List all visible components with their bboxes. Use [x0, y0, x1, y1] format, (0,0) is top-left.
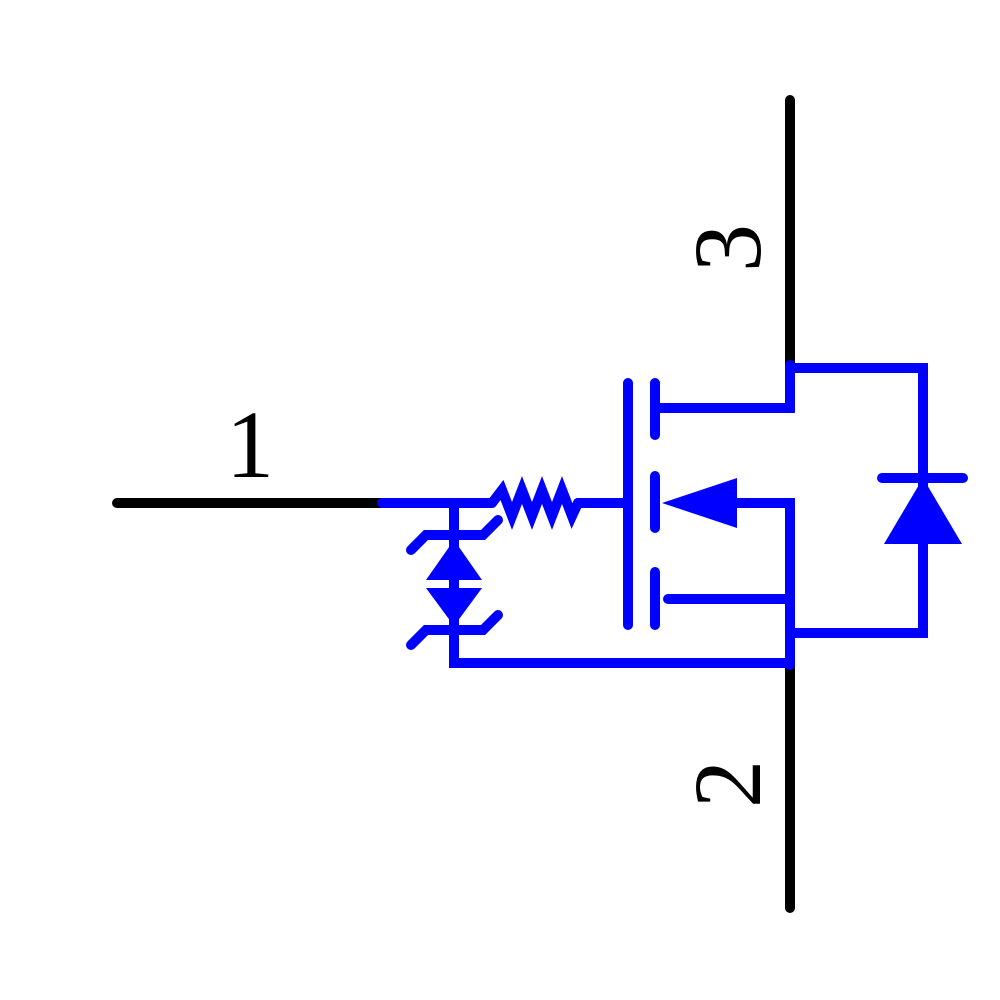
- zener-lower-bar: [406, 610, 503, 650]
- pin-1-label: 1: [226, 391, 274, 498]
- body-diode-wire: [785, 363, 928, 638]
- body-diode-icon: [884, 478, 962, 544]
- body-wire: [715, 498, 795, 670]
- symbol-arrows: [426, 478, 962, 626]
- pin-3-label: 3: [674, 224, 781, 272]
- mosfet-symbol: [377, 360, 968, 670]
- resistor-icon: [487, 476, 583, 530]
- zener-upper-triangle-icon: [426, 540, 482, 580]
- zener-upper-bar: [406, 515, 503, 555]
- pin-leads: [112, 95, 795, 913]
- drain-wire: [650, 360, 795, 413]
- zener-lower-triangle-icon: [426, 588, 482, 626]
- zener-wire: [449, 498, 795, 668]
- pin-2-label: 2: [674, 760, 781, 808]
- body-arrow-icon: [662, 478, 737, 528]
